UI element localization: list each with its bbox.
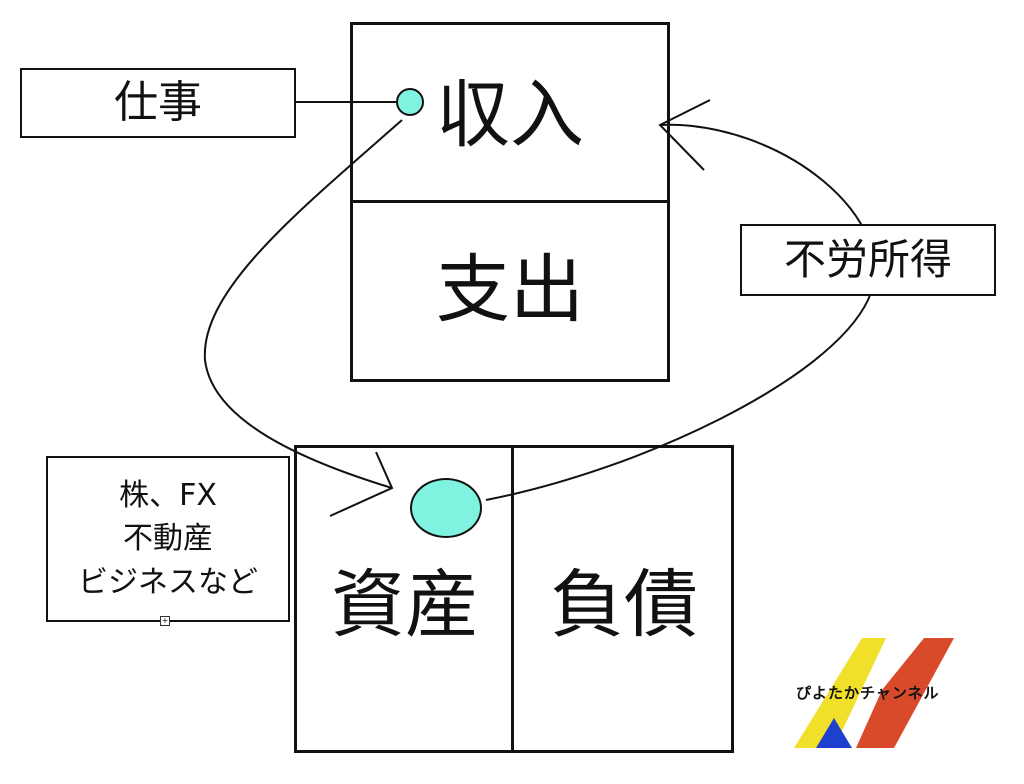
work-label: 仕事 bbox=[114, 77, 202, 128]
asset-examples-box: 株、FX 不動産 ビジネスなど bbox=[46, 456, 290, 622]
asset-example-stocks-fx: 株、FX bbox=[119, 477, 217, 513]
asset-example-real-estate: 不動産 bbox=[123, 521, 213, 557]
assets-liabilities-divider bbox=[511, 445, 514, 753]
asset-example-business: ビジネスなど bbox=[78, 564, 258, 600]
resize-handle-icon[interactable]: + bbox=[160, 616, 170, 626]
income-to-assets-arrowhead bbox=[329, 451, 394, 517]
balance-sheet-box bbox=[294, 445, 734, 753]
assets-to-income-arrowhead bbox=[658, 99, 711, 171]
passive-income-label: 不労所得 bbox=[783, 235, 952, 284]
work-label-box: 仕事 bbox=[20, 68, 296, 138]
logo-blue-stripe bbox=[816, 718, 852, 748]
channel-logo bbox=[794, 638, 954, 748]
logo-text: ぴよたかチャンネル bbox=[796, 684, 940, 702]
assets-to-income-curve bbox=[485, 123, 876, 501]
income-label: 収入 bbox=[436, 72, 584, 158]
assets-label: 資産 bbox=[331, 562, 479, 648]
assets-dot bbox=[410, 478, 482, 538]
income-to-assets-curve bbox=[203, 119, 403, 489]
logo-yellow-stripe bbox=[794, 638, 886, 748]
liabilities-label: 負債 bbox=[550, 562, 698, 648]
income-expense-divider bbox=[350, 200, 670, 203]
expense-label: 支出 bbox=[436, 247, 584, 333]
logo-red-stripe bbox=[856, 638, 954, 748]
passive-income-label-box: 不労所得 bbox=[740, 224, 996, 296]
income-dot bbox=[396, 88, 424, 116]
